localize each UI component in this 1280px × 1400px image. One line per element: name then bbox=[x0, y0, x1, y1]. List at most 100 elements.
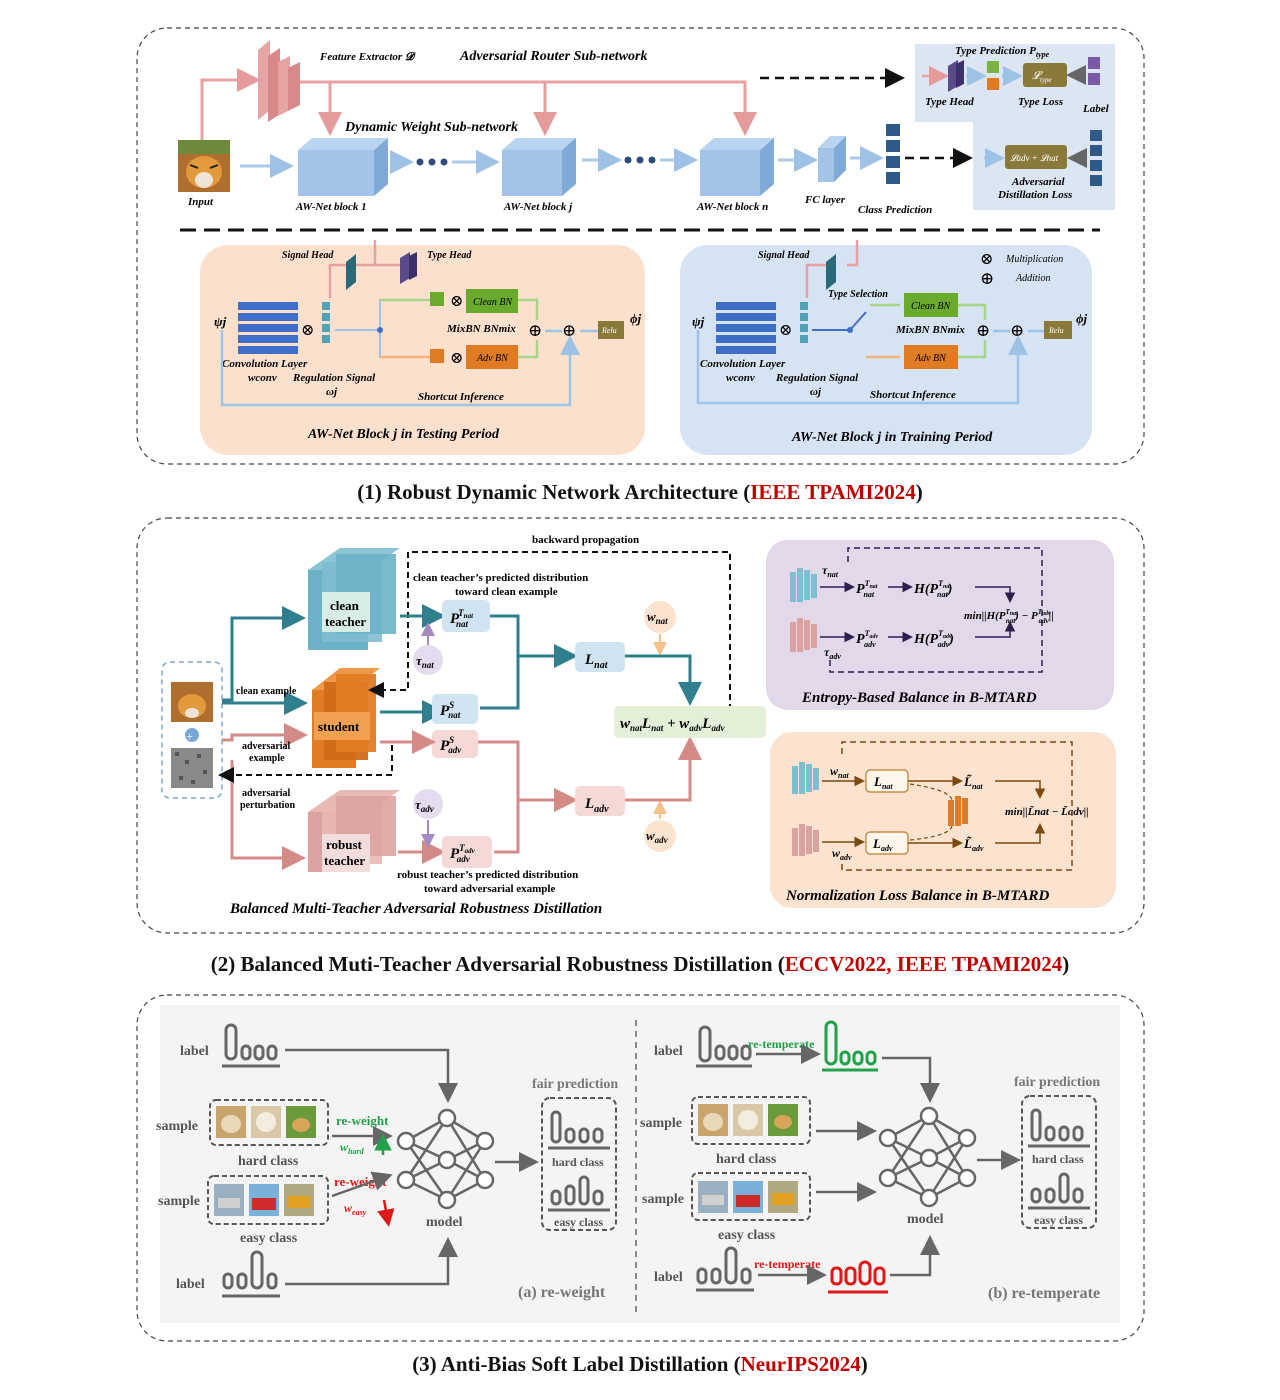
panel-anti-bias: label sample hard class sample easy clas… bbox=[136, 994, 1145, 1342]
test-adv-cube bbox=[430, 349, 444, 363]
a-label-bottom-bars bbox=[222, 1250, 280, 1298]
a-hard-class: hard class bbox=[238, 1154, 299, 1169]
add-symbol: + bbox=[186, 729, 193, 743]
b-tag: (b) re-temperate bbox=[988, 1285, 1100, 1302]
test-relu-label: Relu bbox=[601, 326, 617, 335]
test-mult-1: ⊗ bbox=[301, 322, 314, 339]
class-prediction-icon bbox=[886, 124, 900, 184]
adv-example-label-2: example bbox=[249, 753, 285, 764]
b-label-bottom: label bbox=[654, 1270, 683, 1285]
train-mult-legend-label: Multiplication bbox=[1005, 254, 1063, 265]
train-signal-head-icon bbox=[826, 254, 836, 290]
train-clean-bn bbox=[904, 293, 958, 317]
norm-teacher-adv-icon bbox=[792, 824, 819, 856]
b-hard-box bbox=[691, 1096, 811, 1145]
test-clean-cube bbox=[430, 292, 444, 306]
backward-label: backward propagation bbox=[532, 534, 639, 546]
a-hard-box bbox=[209, 1099, 329, 1146]
b-retemperate-bottom: re-temperate bbox=[754, 1257, 821, 1271]
backward-propagation-line bbox=[368, 551, 731, 710]
l-nat-box bbox=[575, 642, 625, 672]
block1-label: AW-Net block 1 bbox=[295, 201, 367, 213]
a-fair-prediction: fair prediction bbox=[532, 1077, 618, 1092]
lnat-to-sum bbox=[625, 654, 702, 706]
caption-1: (1) Robust Dynamic Network Architecture … bbox=[357, 480, 923, 504]
train-type-sel-label: Type Selection bbox=[828, 289, 888, 300]
train-phi: ϕj bbox=[1076, 311, 1088, 326]
label-cubes-icon bbox=[1088, 57, 1100, 85]
b-fair-easy-class: easy class bbox=[1034, 1213, 1083, 1227]
test-shortcut-label: Shortcut Inference bbox=[418, 391, 504, 403]
type-head-label: Type Head bbox=[925, 96, 974, 108]
adv-example-label-1: adversarial bbox=[242, 741, 291, 752]
backward-to-student bbox=[218, 745, 393, 783]
aw-block-n bbox=[700, 138, 774, 196]
test-clean-bn bbox=[466, 289, 518, 313]
test-type-head-icon bbox=[400, 252, 417, 284]
aw-block-j bbox=[502, 138, 576, 196]
test-branch-dot bbox=[377, 327, 383, 333]
adv-loss-symbol: 𝓛adv + 𝓛nat bbox=[1010, 153, 1059, 163]
a-fair-box bbox=[541, 1097, 617, 1231]
norm-curve-1 bbox=[909, 783, 953, 801]
ellipsis-dots-1 bbox=[416, 158, 448, 166]
feature-extractor-label: Feature Extractor 𝓓 bbox=[319, 51, 416, 63]
train-mixbn-label: MixBN BNmix bbox=[895, 324, 965, 336]
b-sample-1: sample bbox=[640, 1116, 682, 1131]
test-type-head-label: Type Head bbox=[427, 250, 472, 261]
train-title: AW-Net Block j in Training Period bbox=[791, 430, 993, 445]
w-nat-circle bbox=[644, 601, 676, 633]
a-sample-2: sample bbox=[158, 1194, 200, 1209]
b-hard-class: hard class bbox=[716, 1152, 777, 1167]
norm-arrow-6 bbox=[995, 823, 1046, 844]
type-loss-label: Type Loss bbox=[1018, 96, 1063, 108]
testing-period-box bbox=[200, 245, 645, 455]
panel1-border bbox=[136, 27, 1145, 465]
dynamic-weight-label: Dynamic Weight Sub-network bbox=[344, 120, 518, 135]
student-label: student bbox=[318, 719, 360, 734]
b-easy-box bbox=[691, 1172, 811, 1221]
router-label: Adversarial Router Sub-network bbox=[459, 49, 647, 64]
p-s-nat-box bbox=[432, 694, 478, 724]
type-head-icon bbox=[948, 60, 964, 92]
train-relu-label: Relu bbox=[1048, 326, 1064, 335]
a-label-top-arrow bbox=[285, 1048, 458, 1103]
input-tiger-image bbox=[178, 140, 230, 192]
test-conv-label: Convolution Layer bbox=[222, 358, 308, 370]
train-conv-label: Convolution Layer bbox=[700, 358, 786, 370]
robust-teacher-icon bbox=[308, 790, 400, 872]
a-easy-images bbox=[214, 1184, 314, 1216]
test-title: AW-Net Block j in Testing Period bbox=[307, 427, 500, 442]
test-conv-layer-icon bbox=[238, 302, 298, 354]
norm-min: min||L̃nat − L̃adv|| bbox=[1005, 805, 1089, 818]
entropy-feedback bbox=[829, 547, 1043, 673]
panel2-title: Balanced Multi-Teacher Adversarial Robus… bbox=[229, 901, 602, 917]
test-bn-merge bbox=[518, 298, 539, 359]
test-relu-box bbox=[598, 321, 624, 339]
test-signal-head-label: Signal Head bbox=[282, 250, 334, 261]
b-sample-2: sample bbox=[642, 1192, 684, 1207]
a-label-top-bars bbox=[222, 1023, 280, 1068]
b-fair-hard-class: hard class bbox=[1032, 1152, 1084, 1166]
blockn-label: AW-Net block n bbox=[696, 201, 768, 213]
b-hard-images bbox=[698, 1104, 798, 1136]
entropy-box bbox=[766, 540, 1114, 710]
a-label-bottom: label bbox=[176, 1277, 205, 1292]
arrow-to-ladv bbox=[478, 740, 570, 854]
norm-arrow-3 bbox=[995, 780, 1046, 799]
b-easy-class: easy class bbox=[718, 1228, 776, 1243]
sum-box bbox=[614, 706, 766, 738]
train-clean-bn-label: Clean BN bbox=[911, 301, 951, 312]
entropy-arrow-3 bbox=[975, 586, 1016, 603]
norm-teacher-nat-icon bbox=[792, 762, 819, 794]
train-add-2: ⊕ bbox=[1010, 321, 1024, 340]
router-main-arrow bbox=[300, 80, 757, 136]
test-adv-bn bbox=[466, 345, 518, 369]
train-reg-signal-icon bbox=[800, 302, 808, 343]
b-easy-images bbox=[698, 1181, 798, 1213]
train-shortcut bbox=[696, 330, 1028, 405]
caption-3: (3) Anti-Bias Soft Label Distillation (N… bbox=[412, 1352, 868, 1376]
